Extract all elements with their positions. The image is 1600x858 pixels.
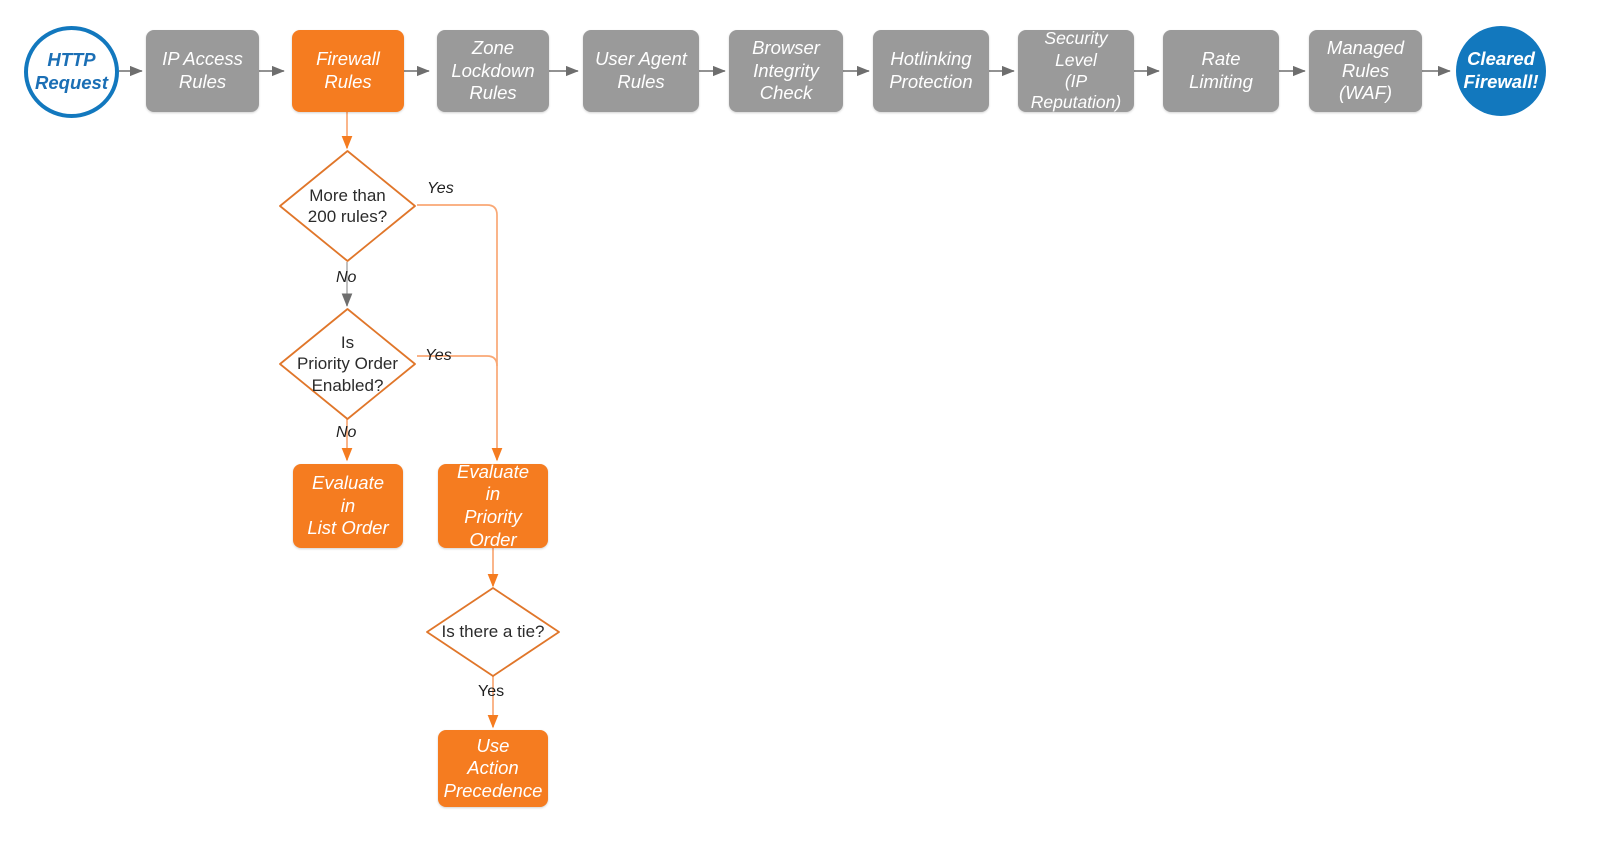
decision-is-priority-order-enabled[interactable]: Is Priority Order Enabled? bbox=[278, 307, 417, 421]
edge-more-than-200-yes bbox=[417, 204, 503, 462]
diamond-shape bbox=[279, 308, 416, 420]
node-zone-lockdown-rules-label: Zone Lockdown Rules bbox=[451, 37, 535, 104]
node-http-request[interactable]: HTTP Request bbox=[24, 26, 119, 118]
node-browser-integrity-check-label: Browser Integrity Check bbox=[752, 37, 820, 104]
node-cleared-firewall[interactable]: Cleared Firewall! bbox=[1456, 26, 1546, 116]
node-ip-access-rules[interactable]: IP Access Rules bbox=[146, 30, 259, 112]
node-browser-integrity-check[interactable]: Browser Integrity Check bbox=[729, 30, 843, 112]
diamond-shape bbox=[279, 150, 416, 262]
node-firewall-rules[interactable]: Firewall Rules bbox=[292, 30, 404, 112]
node-evaluate-in-priority-order[interactable]: Evaluate in Priority Order bbox=[438, 460, 548, 550]
node-evaluate-in-list-order-label: Evaluate in List Order bbox=[307, 472, 389, 539]
node-evaluate-in-list-order[interactable]: Evaluate in List Order bbox=[293, 464, 403, 548]
edge-label-priority-order-no: No bbox=[336, 424, 357, 441]
node-security-level[interactable]: Security Level (IP Reputation) bbox=[1018, 28, 1134, 113]
decision-is-there-a-tie[interactable]: Is there a tie? bbox=[425, 586, 561, 678]
node-user-agent-rules[interactable]: User Agent Rules bbox=[583, 30, 699, 112]
edge-label-priority-order-yes: Yes bbox=[425, 347, 452, 364]
node-hotlinking-protection-label: Hotlinking Protection bbox=[889, 48, 973, 92]
diamond-shape bbox=[426, 587, 560, 677]
node-http-request-label: HTTP Request bbox=[35, 49, 108, 93]
node-rate-limiting-label: Rate Limiting bbox=[1189, 48, 1253, 92]
node-security-level-label: Security Level (IP Reputation) bbox=[1030, 28, 1122, 113]
node-use-action-precedence[interactable]: Use Action Precedence bbox=[438, 730, 548, 807]
edge-label-more-than-200-no: No bbox=[336, 269, 357, 286]
edge-label-tie-yes: Yes bbox=[478, 683, 505, 700]
node-rate-limiting[interactable]: Rate Limiting bbox=[1163, 30, 1279, 112]
node-evaluate-in-priority-order-label: Evaluate in Priority Order bbox=[457, 460, 529, 550]
node-use-action-precedence-label: Use Action Precedence bbox=[443, 734, 543, 801]
decision-more-than-200-rules[interactable]: More than 200 rules? bbox=[278, 149, 417, 263]
node-zone-lockdown-rules[interactable]: Zone Lockdown Rules bbox=[437, 30, 549, 112]
node-ip-access-rules-label: IP Access Rules bbox=[162, 48, 243, 92]
node-cleared-firewall-label: Cleared Firewall! bbox=[1463, 48, 1539, 92]
node-user-agent-rules-label: User Agent Rules bbox=[595, 48, 687, 92]
node-firewall-rules-label: Firewall Rules bbox=[316, 48, 380, 92]
node-hotlinking-protection[interactable]: Hotlinking Protection bbox=[873, 30, 989, 112]
edge-label-more-than-200-yes: Yes bbox=[427, 180, 454, 197]
node-managed-rules-waf[interactable]: Managed Rules (WAF) bbox=[1309, 30, 1422, 112]
node-managed-rules-waf-label: Managed Rules (WAF) bbox=[1326, 37, 1405, 104]
